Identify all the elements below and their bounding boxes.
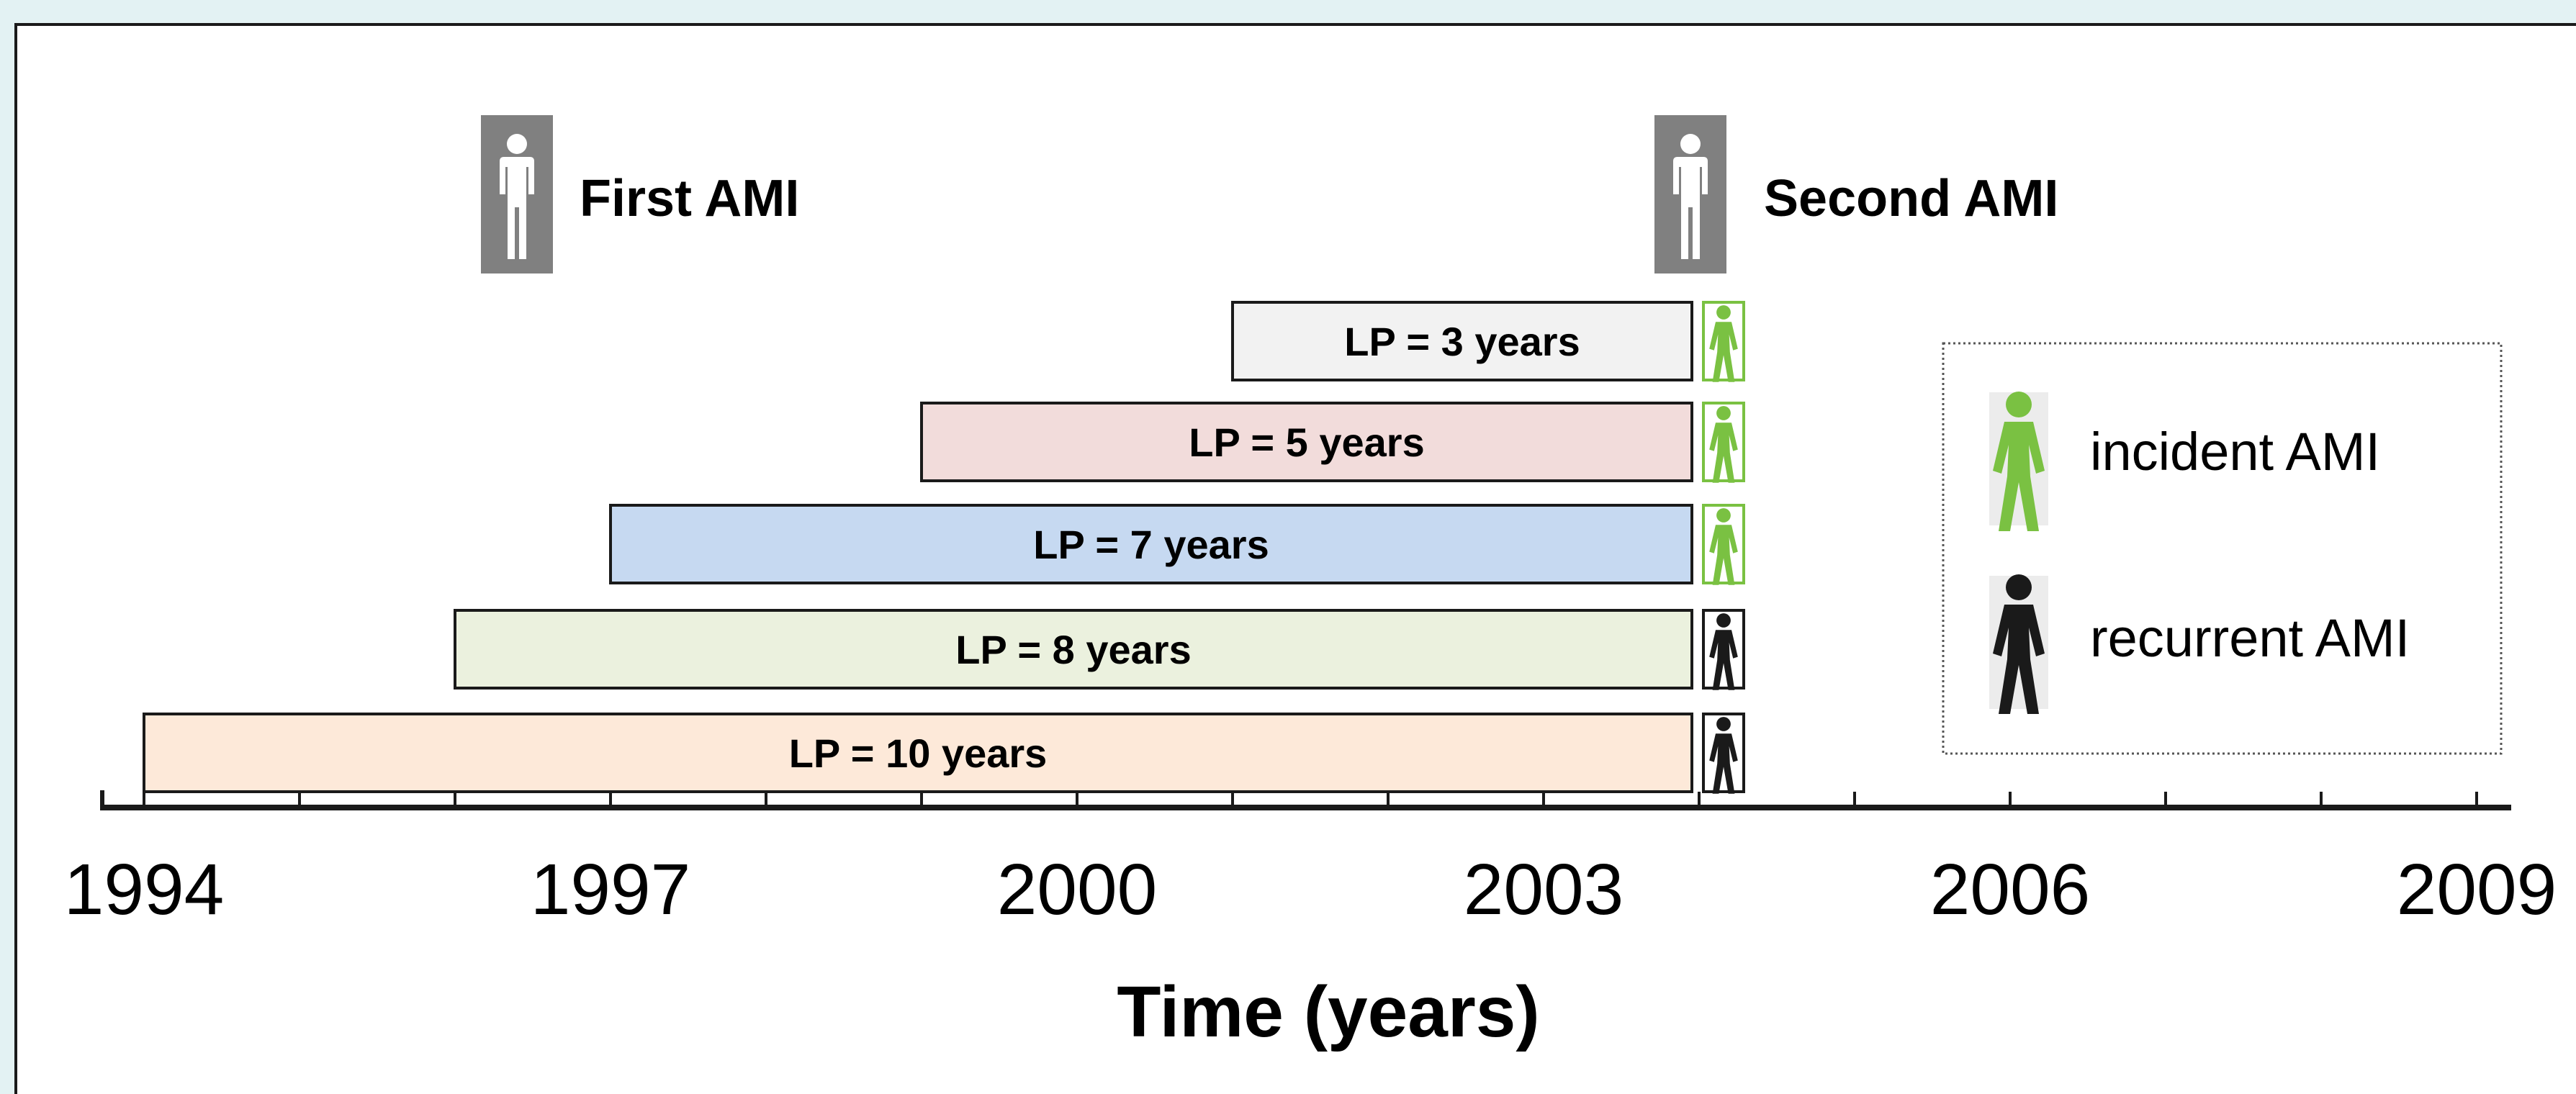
legend-item-incident: incident AMI <box>1989 392 2380 531</box>
legend-recurrent-label: recurrent AMI <box>2090 608 2410 668</box>
lookback-bars: LP = 3 years LP = 5 years LP = 7 years LP =… <box>143 301 1745 794</box>
axis-ticks <box>143 792 2478 808</box>
second-ami-marker: Second AMI <box>1654 115 2058 274</box>
legend: incident AMI recurrent AMI <box>1942 342 2503 755</box>
axis-title: Time (years) <box>1117 972 1539 1052</box>
axis-year-label: 1997 <box>531 849 690 930</box>
axis-year-label: 1994 <box>64 849 224 930</box>
lookback-bar <box>454 609 1693 690</box>
axis-year-label: 2009 <box>2397 849 2557 930</box>
time-axis: 1994 1997 2000 2003 2006 2009 Time (years) <box>64 790 2557 1052</box>
axis-year-labels: 1994 1997 2000 2003 2006 2009 <box>64 849 2557 930</box>
lookback-bar-group: LP = 10 years <box>143 713 1745 794</box>
second-ami-label: Second AMI <box>1764 170 2058 227</box>
first-ami-marker: First AMI <box>481 115 799 274</box>
lookback-bar <box>609 504 1693 584</box>
lookback-bar-label: LP = 10 years <box>789 731 1048 776</box>
legend-incident-label: incident AMI <box>2090 422 2380 482</box>
lookback-bar-group: LP = 5 years <box>920 402 1745 483</box>
axis-year-label: 2003 <box>1464 849 1623 930</box>
lookback-bar-group: LP = 3 years <box>1231 301 1745 382</box>
lookback-bar-label: LP = 8 years <box>955 627 1191 672</box>
lookback-bar-label: LP = 5 years <box>1189 420 1424 465</box>
lookback-bar <box>143 713 1693 793</box>
legend-item-recurrent: recurrent AMI <box>1989 574 2410 714</box>
lookback-bar <box>1231 301 1693 381</box>
lookback-bar-label: LP = 7 years <box>1033 522 1269 567</box>
axis-year-label: 2000 <box>997 849 1157 930</box>
first-ami-label: First AMI <box>580 170 799 227</box>
lookback-bar-group: LP = 8 years <box>454 609 1745 690</box>
axis-year-label: 2006 <box>1930 849 2090 930</box>
lookback-bar-group: LP = 7 years <box>609 504 1745 585</box>
lookback-bar-label: LP = 3 years <box>1344 319 1580 364</box>
lookback-bar <box>920 402 1693 482</box>
